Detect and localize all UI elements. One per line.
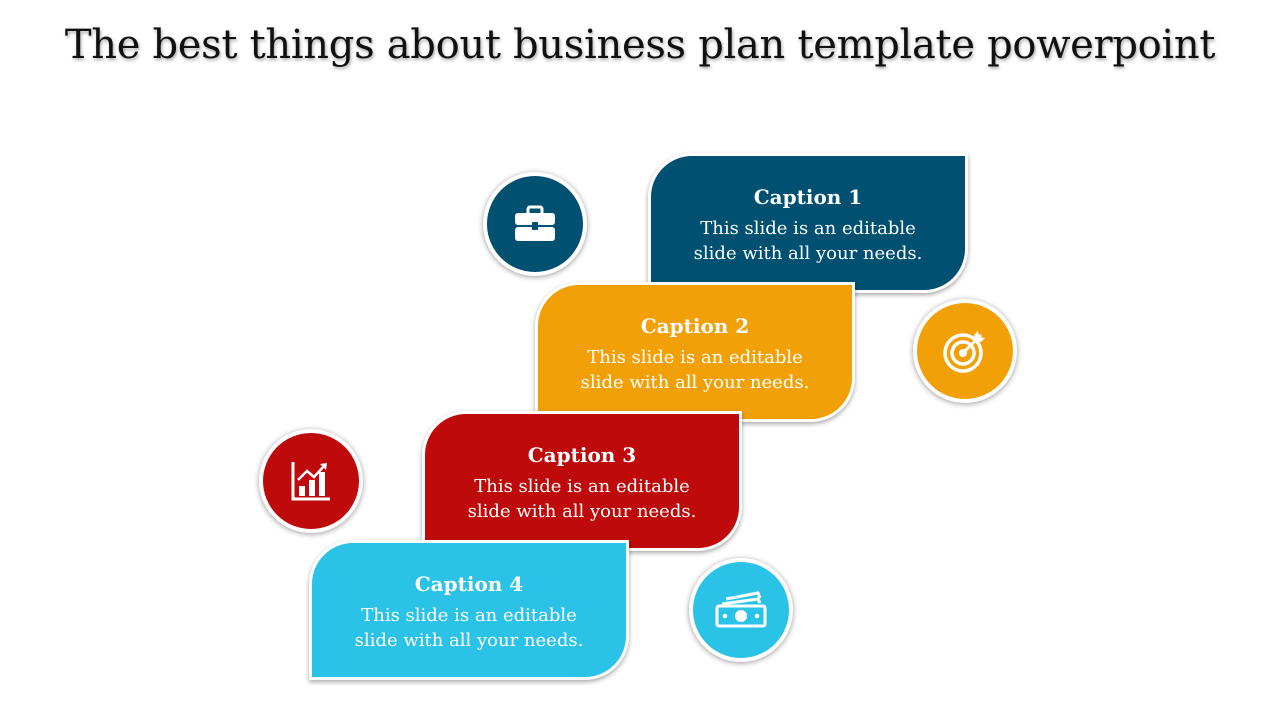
caption-3-body: This slide is an editable slide with all…: [425, 474, 739, 524]
caption-1-line-2: slide with all your needs.: [693, 243, 923, 264]
caption-1-body: This slide is an editable slide with all…: [651, 216, 965, 266]
caption-3-line-2: slide with all your needs.: [467, 501, 697, 522]
caption-box-4: Caption 4 This slide is an editable slid…: [309, 540, 629, 680]
bar-chart-icon-circle: [259, 429, 363, 533]
caption-box-2: Caption 2 This slide is an editable slid…: [535, 282, 855, 422]
caption-2-line-1: This slide is an editable: [587, 347, 803, 368]
briefcase-icon: [515, 205, 555, 241]
caption-2-body: This slide is an editable slide with all…: [538, 345, 852, 395]
bar-chart-icon: [291, 462, 330, 501]
caption-1-title: Caption 1: [753, 185, 863, 209]
caption-2-title: Caption 2: [640, 314, 750, 338]
briefcase-icon-circle: [483, 172, 587, 276]
caption-3-title: Caption 3: [527, 443, 637, 467]
caption-3-line-1: This slide is an editable: [474, 476, 690, 497]
caption-2-line-2: slide with all your needs.: [580, 372, 810, 393]
caption-4-body: This slide is an editable slide with all…: [312, 603, 626, 653]
target-icon: [943, 331, 985, 373]
caption-1-line-1: This slide is an editable: [700, 218, 916, 239]
slide-title: The best things about business plan temp…: [64, 22, 1216, 68]
caption-box-3: Caption 3 This slide is an editable slid…: [422, 411, 742, 551]
caption-4-line-1: This slide is an editable: [361, 605, 577, 626]
money-icon: [715, 591, 767, 628]
caption-4-title: Caption 4: [414, 572, 524, 596]
target-icon-circle: [913, 299, 1017, 403]
caption-4-line-2: slide with all your needs.: [354, 630, 584, 651]
caption-box-1: Caption 1 This slide is an editable slid…: [648, 153, 968, 293]
money-icon-circle: [689, 558, 793, 662]
